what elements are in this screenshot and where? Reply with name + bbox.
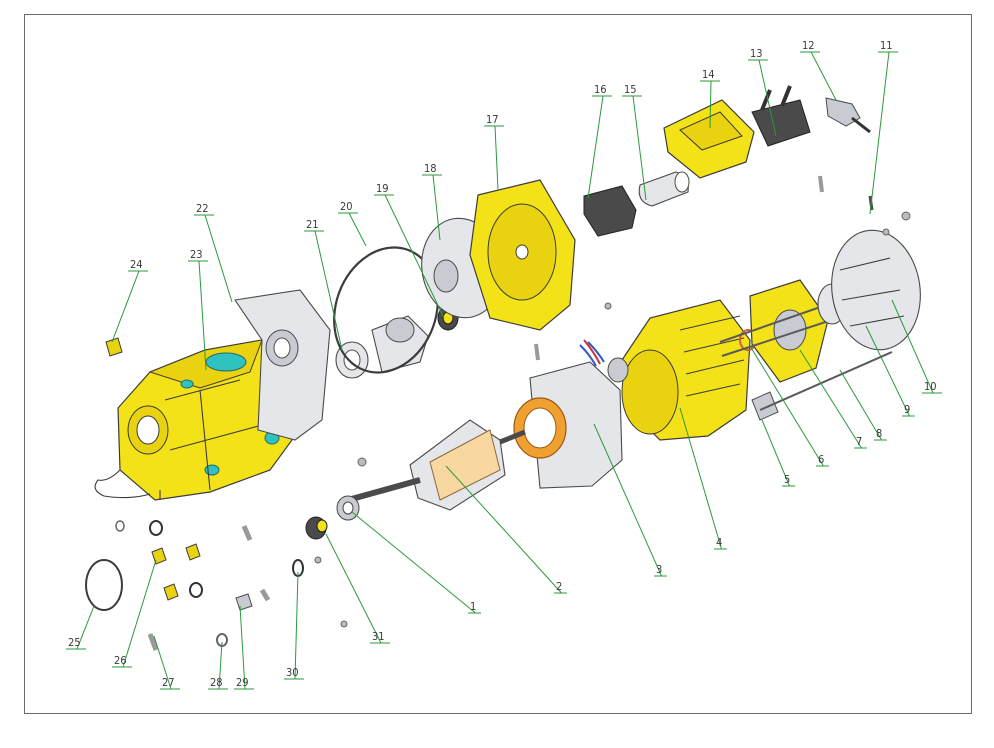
leader-line-26 [122, 559, 157, 668]
callout-label-27: 27 [162, 676, 175, 689]
fan-cover [831, 229, 921, 351]
callout-label-19: 19 [376, 182, 389, 195]
leader-line-1 [351, 511, 476, 614]
motor-casing [607, 299, 751, 441]
leader-line-6 [749, 345, 824, 467]
callout-label-13: 13 [750, 47, 763, 60]
leader-line-14 [709, 80, 712, 129]
leader-line-7 [799, 349, 862, 449]
callout-label-18: 18 [424, 162, 437, 175]
o-ring-25 [85, 559, 123, 611]
callout-label-26: 26 [114, 654, 127, 667]
small-hardware [241, 211, 911, 628]
leader-line-23 [198, 260, 207, 371]
bearing [336, 495, 360, 521]
leader-line-12 [810, 51, 837, 101]
leader-line-13 [758, 59, 777, 137]
leader-line-9 [865, 325, 910, 417]
leader-line-27 [153, 635, 172, 690]
stator [513, 339, 623, 489]
leader-line-5 [761, 419, 790, 487]
callout-label-3: 3 [656, 563, 662, 576]
vent-plug [105, 337, 123, 357]
leader-line-17 [494, 125, 499, 191]
bearing-cap [751, 391, 779, 421]
callout-label-20: 20 [340, 200, 353, 213]
leader-line-8 [839, 369, 882, 441]
leader-line-24 [111, 270, 140, 343]
callout-label-16: 16 [594, 83, 607, 96]
leader-line-30 [294, 571, 299, 680]
callout-label-6: 6 [818, 453, 824, 466]
leader-line-10 [891, 299, 934, 394]
seal-ring-31 [305, 516, 328, 540]
leader-line-4 [679, 407, 722, 550]
callout-label-7: 7 [856, 435, 862, 448]
screw-terminal [818, 175, 824, 193]
terminal-box-lid [663, 99, 755, 179]
leader-line-21 [314, 230, 343, 351]
housing-cover [234, 289, 331, 441]
leader-line-22 [204, 214, 233, 303]
capacitor [638, 171, 690, 207]
leader-line-29 [239, 605, 246, 690]
callout-label-2: 2 [556, 580, 562, 593]
callout-label-11: 11 [880, 39, 893, 52]
callout-label-17: 17 [486, 113, 499, 126]
leader-line-3 [593, 423, 662, 577]
callout-label-21: 21 [306, 218, 319, 231]
switch-block [583, 185, 637, 237]
leader-line-15 [632, 95, 647, 201]
pump-housing [94, 339, 293, 501]
callout-label-9: 9 [904, 403, 910, 416]
screw-flange [534, 343, 540, 361]
leader-line-19 [384, 194, 445, 319]
leader-line-25 [76, 605, 95, 650]
callout-label-31: 31 [372, 630, 385, 643]
bolt-27 [147, 633, 159, 651]
callout-label-22: 22 [196, 202, 209, 215]
callout-label-15: 15 [624, 83, 637, 96]
callout-label-5: 5 [784, 473, 790, 486]
o-ring-large [333, 246, 439, 374]
rotor [347, 419, 526, 511]
callout-label-29: 29 [236, 676, 249, 689]
callout-label-12: 12 [802, 39, 815, 52]
leader-line-16 [587, 95, 604, 199]
leader-line-11 [869, 51, 890, 215]
callout-label-23: 23 [190, 248, 203, 261]
leader-line-2 [445, 465, 562, 594]
leader-line-31 [325, 533, 382, 644]
diffuser-assembly [335, 315, 429, 379]
callout-label-30: 30 [286, 666, 299, 679]
motor-flange [469, 179, 576, 331]
leader-line-28 [218, 641, 223, 690]
nut-29 [235, 593, 253, 611]
terminal-board [751, 85, 811, 147]
callout-label-8: 8 [876, 427, 882, 440]
leader-line-18 [432, 174, 441, 241]
callout-label-24: 24 [130, 258, 143, 271]
drawing-frame [24, 14, 972, 714]
callout-label-4: 4 [716, 536, 722, 549]
callout-label-10: 10 [924, 380, 937, 393]
callout-label-25: 25 [68, 636, 81, 649]
cable-gland [825, 97, 871, 134]
callout-layer: 1234567891011121314151617181920212223242… [66, 39, 942, 690]
leader-line-20 [348, 212, 367, 247]
callout-label-1: 1 [470, 600, 476, 613]
callout-label-28: 28 [210, 676, 223, 689]
callout-label-14: 14 [702, 68, 715, 81]
drain-plugs [115, 520, 203, 601]
end-shield [749, 279, 829, 383]
